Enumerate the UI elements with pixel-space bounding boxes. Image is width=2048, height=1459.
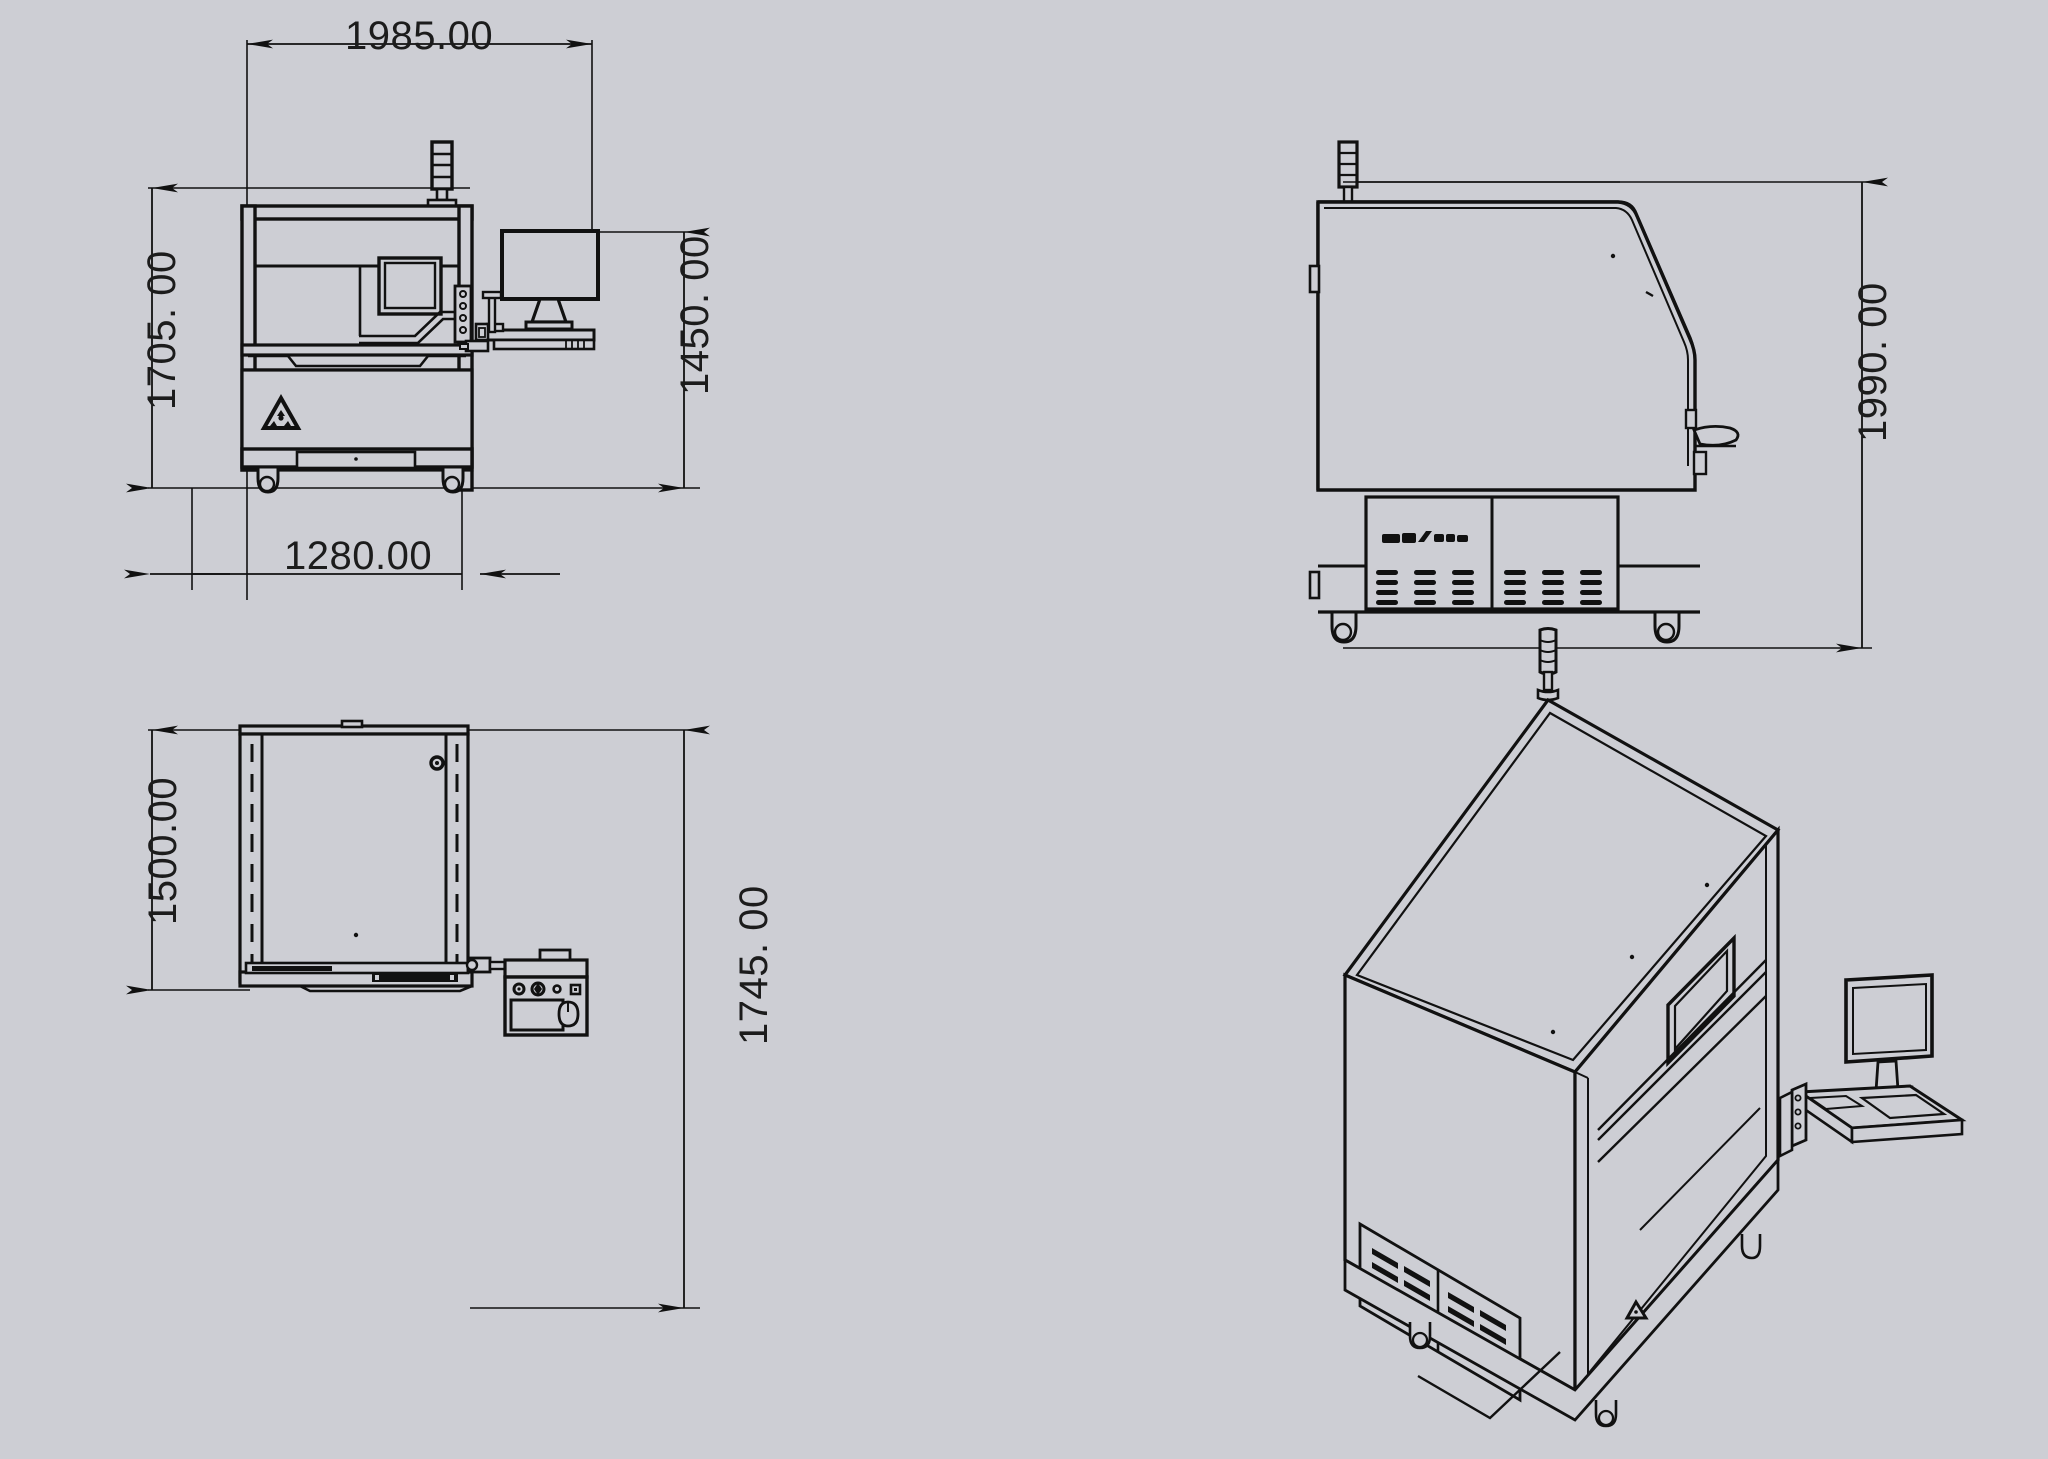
ventilation-louvers [1376,570,1602,605]
caster-wheel-icon [441,465,465,494]
dimension-label-1990: 1990. 00 [1851,282,1895,442]
signal-tower-icon [1337,140,1359,204]
signal-tower-icon [426,140,458,208]
caster-wheel-icon [1740,1234,1762,1260]
push-buttons [512,981,582,997]
side-tray [1684,408,1740,476]
front-view-dimension-lines [124,39,710,579]
keyboard-tray [1795,1084,1967,1145]
caster-wheel-icon [256,465,280,494]
isometric-machine [1342,627,1967,1428]
dimension-label-1280: 1280.00 [284,534,433,578]
isometric-view [1342,627,1967,1428]
dimension-label-1745: 1745. 00 [732,885,776,1045]
dimension-label-1705: 1705. 00 [140,250,184,410]
front-view-witness-lines [148,40,700,600]
monitor [500,229,600,331]
radiation-warning-icon [1624,1299,1649,1320]
radiation-warning-icon [260,393,302,430]
dimension-label-1500: 1500.00 [141,776,185,925]
caster-wheel-icon [1408,1322,1432,1350]
caster-wheel-icon [1653,610,1681,644]
dimension-label-1985: 1985.00 [345,14,494,58]
keyboard-outline [509,998,565,1032]
caster-wheel-icon [1330,610,1358,644]
signal-tower-icon [1536,627,1560,702]
rear-view-dimension-lines [126,725,710,1313]
side-view [1308,140,1888,653]
monitor-arm [453,284,473,344]
side-view-machine [1308,140,1740,644]
rear-view-machine [238,719,589,1037]
mouse-icon [557,1000,580,1028]
rear-view [126,719,710,1313]
monitor-on-arm [1844,973,1934,1103]
keyboard-tray [459,290,596,353]
control-panel-box [503,948,589,1037]
monitor-arm [1778,1081,1808,1159]
front-view-machine [240,140,600,494]
front-view [124,39,710,600]
caster-wheel-icon [1594,1400,1618,1428]
inspection-window [1666,933,1736,1068]
brand-label [1382,531,1468,543]
knob-icon [429,755,445,771]
dimension-label-1450: 1450. 00 [673,235,717,395]
inspection-window [377,256,443,316]
